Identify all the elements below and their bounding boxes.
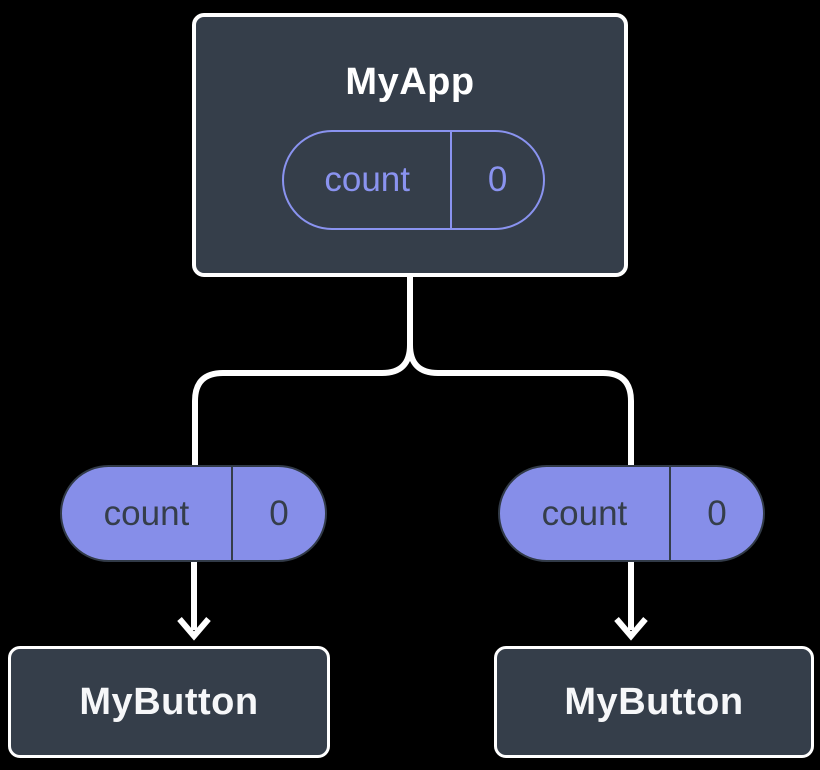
mybutton-right-title: MyButton xyxy=(564,680,744,723)
arrow-left-head-icon xyxy=(177,617,211,641)
myapp-card: MyApp count 0 xyxy=(192,13,628,277)
prop-left-value: 0 xyxy=(269,493,289,533)
prop-right-name: count xyxy=(500,467,671,560)
arrow-right-head-icon xyxy=(614,617,648,641)
prop-right-value: 0 xyxy=(707,493,727,533)
mybutton-card-left: MyButton xyxy=(8,646,330,758)
state-name: count xyxy=(284,132,453,228)
prop-pill-left: count 0 xyxy=(60,465,327,562)
state-value: 0 xyxy=(487,160,508,199)
fork-right-connector xyxy=(407,277,634,480)
prop-left-name: count xyxy=(62,467,233,560)
mybutton-left-title: MyButton xyxy=(79,680,259,723)
myapp-title: MyApp xyxy=(345,61,475,103)
prop-pill-right: count 0 xyxy=(498,465,765,562)
mybutton-card-right: MyButton xyxy=(494,646,814,758)
state-pill: count 0 xyxy=(282,130,545,230)
fork-left-connector xyxy=(192,277,413,480)
